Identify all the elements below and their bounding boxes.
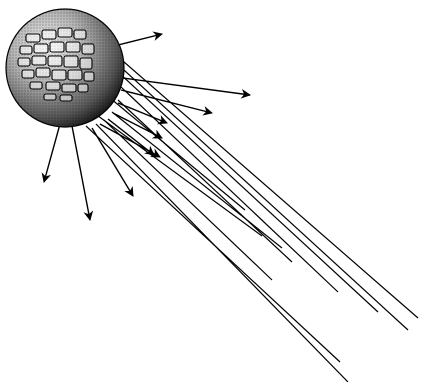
surface-tile [80,58,92,69]
outward-arrow [113,113,162,138]
surface-tile [18,58,30,66]
sphere [6,9,124,127]
outward-arrow [118,34,162,45]
trailing-lines [86,48,418,382]
surface-tile [48,56,62,66]
surface-tile [26,34,40,42]
surface-tile [22,70,34,78]
trail-line [110,98,245,210]
trail-line [108,48,418,318]
surface-tile [66,42,80,52]
surface-tile [64,56,78,67]
outward-arrow [100,124,160,157]
surface-tile [82,44,94,54]
surface-tile [30,82,42,89]
surface-tile [78,84,88,92]
trail-line [86,126,340,362]
trail-line [113,60,408,330]
surface-tile [74,30,86,39]
surface-tile [62,84,76,92]
surface-tile [68,70,82,80]
surface-tile [60,95,72,101]
surface-tile [42,30,56,39]
surface-tile [84,72,94,81]
surface-tile [58,28,72,37]
surface-tile [34,44,48,53]
surface-tile [44,94,56,100]
outward-arrow [44,124,60,182]
surface-tile [32,56,46,65]
surface-tile [46,82,60,90]
trail-line [104,120,272,280]
outward-arrow [72,126,90,220]
surface-tile [50,42,64,52]
surface-tile [52,70,66,80]
surface-tile [36,68,50,77]
trail-line [118,100,292,262]
surface-tile [20,46,32,54]
